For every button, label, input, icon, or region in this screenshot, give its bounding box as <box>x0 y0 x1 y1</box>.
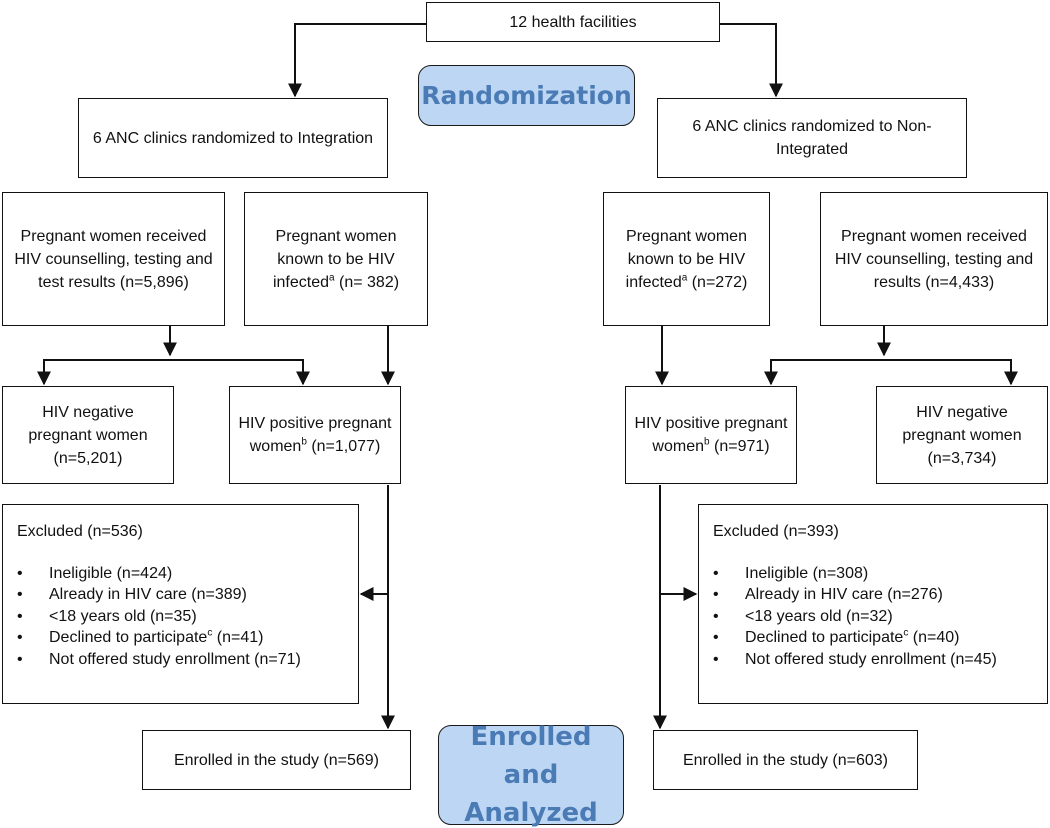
left-negative-line-2: pregnant women <box>28 426 148 444</box>
list-item: •Already in HIV care (n=276) <box>713 586 943 603</box>
list-item: •Already in HIV care (n=389) <box>17 586 247 603</box>
enrolled-analyzed-phase-label: Enrolled and Analyzed <box>438 722 624 828</box>
right-negative-box: HIV negative pregnant women (n=3,734) <box>876 386 1048 484</box>
connector-top-to-left-arm <box>288 23 426 98</box>
left-enrolled-box: Enrolled in the study (n=569) <box>142 730 411 790</box>
facilities-text: 12 health facilities <box>509 13 637 31</box>
right-positive-box: HIV positive pregnant womenb (n=971) <box>625 386 797 484</box>
randomization-phase-label: Randomization <box>418 65 635 126</box>
right-known-line-2: known to be HIV <box>627 250 746 268</box>
right-tested-line-2: received HIV <box>834 227 1027 268</box>
list-item: •<18 years old (n=35) <box>17 607 197 625</box>
right-tested-box: Pregnant women received HIV counselling,… <box>820 192 1048 326</box>
list-item: •Declined to participatec (n=40) <box>713 627 960 646</box>
connector-right-split-negative <box>884 359 1018 386</box>
left-tested-line-4: test results (n=5,896) <box>38 273 189 291</box>
right-enrolled-box: Enrolled in the study (n=603) <box>653 730 918 790</box>
left-tested-line-2: received HIV <box>14 227 207 268</box>
connector-left-split-positive <box>170 359 310 386</box>
right-negative-line-1: HIV negative <box>916 403 1008 421</box>
connector-left-split-negative <box>37 359 170 386</box>
list-item: •Not offered study enrollment (n=45) <box>713 650 997 668</box>
left-arm-line-2: Integration <box>297 129 374 147</box>
left-positive-line-3: (n=1,077) <box>311 438 381 455</box>
right-tested-line-4: results (n=4,433) <box>873 273 995 291</box>
left-negative-line-3: (n=5,201) <box>53 449 123 467</box>
left-excluded-title: Excluded (n=536) <box>17 523 143 540</box>
right-positive-line-1: HIV positive <box>634 415 720 432</box>
left-excluded-box: Excluded (n=536) •Ineligible (n=424) •Al… <box>2 504 359 704</box>
left-tested-box: Pregnant women received HIV counselling,… <box>2 192 225 326</box>
left-known-line-2: known to be HIV <box>277 250 395 268</box>
right-positive-line-2: pregnant womenb <box>652 415 788 455</box>
left-positive-box: HIV positive pregnant womenb (n=1,077) <box>229 386 401 484</box>
left-arm-box: 6 ANC clinics randomized to Integration <box>78 98 388 178</box>
list-item: •Ineligible (n=308) <box>713 564 869 582</box>
left-known-box: Pregnant women known to be HIV infecteda… <box>244 192 428 326</box>
facilities-box: 12 health facilities <box>426 2 720 42</box>
right-arm-line-2: Integrated <box>775 141 849 158</box>
right-tested-line-3: counselling, testing and <box>865 250 1034 268</box>
right-excluded-title: Excluded (n=393) <box>713 523 839 540</box>
right-negative-line-3: (n=3,734) <box>927 449 997 467</box>
enrolled-line-1: Enrolled and <box>470 722 592 790</box>
list-item: •Ineligible (n=424) <box>17 564 173 582</box>
connector-right-split-positive <box>764 359 884 386</box>
left-known-line-1: Pregnant women <box>275 227 397 245</box>
randomization-text: Randomization <box>421 81 632 110</box>
right-excluded-list: •Ineligible (n=308) •Already in HIV care… <box>713 563 1035 671</box>
right-positive-line-3: (n=971) <box>714 438 770 455</box>
left-arm-line-1: 6 ANC clinics randomized to <box>92 129 294 147</box>
connector-top-to-right-arm <box>720 23 783 98</box>
right-negative-line-2: pregnant women <box>902 426 1022 444</box>
left-negative-box: HIV negative pregnant women (n=5,201) <box>2 386 174 484</box>
right-arm-box: 6 ANC clinics randomized to Non- Integra… <box>657 98 967 178</box>
left-negative-line-1: HIV negative <box>42 403 134 421</box>
left-excluded-list: •Ineligible (n=424) •Already in HIV care… <box>17 563 346 671</box>
list-item: •Declined to participatec (n=41) <box>17 627 264 646</box>
right-tested-line-1: Pregnant women <box>841 227 963 245</box>
right-known-line-3: infecteda (n=272) <box>625 272 748 291</box>
left-known-line-3: infecteda (n= 382) <box>272 272 400 291</box>
left-positive-line-1: HIV positive <box>238 415 324 432</box>
right-excluded-box: Excluded (n=393) •Ineligible (n=308) •Al… <box>698 504 1048 704</box>
left-enrolled-text: Enrolled in the study (n=569) <box>173 751 379 769</box>
right-known-box: Pregnant women known to be HIV infecteda… <box>603 192 770 326</box>
list-item: •Not offered study enrollment (n=71) <box>17 650 301 668</box>
right-enrolled-text: Enrolled in the study (n=603) <box>682 751 888 769</box>
list-item: •<18 years old (n=32) <box>713 607 893 625</box>
left-tested-line-1: Pregnant women <box>20 227 142 245</box>
enrolled-line-2: Analyzed <box>464 798 598 828</box>
right-arm-line-1: 6 ANC clinics randomized to Non- <box>692 118 932 135</box>
left-tested-line-3: counselling, testing and <box>45 250 213 268</box>
left-positive-line-2: pregnant womenb <box>249 415 392 455</box>
right-known-line-1: Pregnant women <box>626 227 747 245</box>
